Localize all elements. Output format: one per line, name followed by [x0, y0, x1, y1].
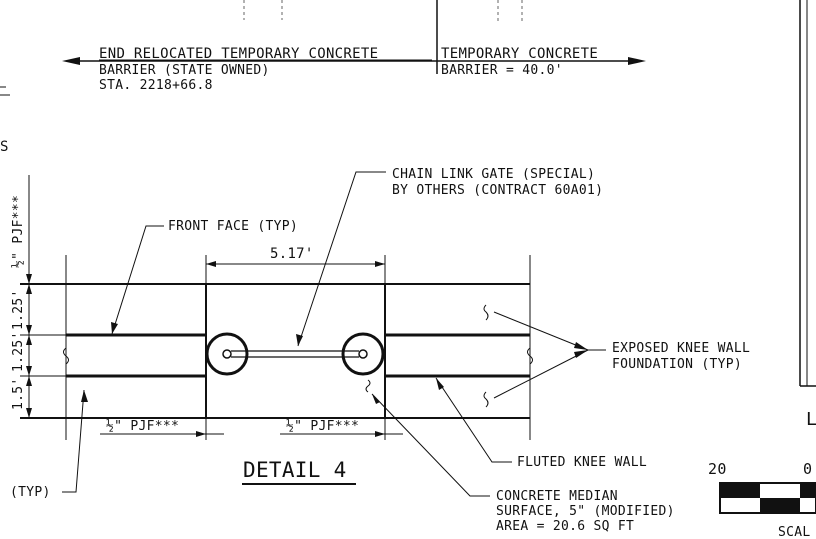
exposed-knee-wall-leaders: [493, 311, 606, 399]
front-face-leader: [111, 225, 164, 335]
scale-label-left: 20: [708, 460, 727, 478]
chain-link-note-line2: BY OTHERS (CONTRACT 60A01): [392, 183, 603, 198]
left-edge-marks: [0, 86, 10, 96]
exposed-knee-wall-note-line2: FOUNDATION (TYP): [612, 357, 742, 372]
typ-left-label: (TYP): [10, 485, 51, 500]
scale-caption: SCAL: [778, 525, 811, 539]
median-leader: [371, 393, 490, 497]
dim-bottom-label: 1.5': [11, 377, 26, 410]
vertical-dimension-string: [20, 175, 66, 418]
median-note-line2: SURFACE, 5" (MODIFIED): [496, 504, 675, 519]
pjf-vertical-label: ½" PJF***: [11, 195, 26, 268]
gate-width-label: 5.17': [270, 246, 314, 262]
left-partial-letter: S: [0, 139, 9, 155]
chain-link-note-line1: CHAIN LINK GATE (SPECIAL): [392, 167, 595, 182]
median-note-line3: AREA = 20.6 SQ FT: [496, 519, 634, 534]
dim-top-label: 1.25': [11, 289, 26, 330]
fluted-knee-wall-leader: [435, 377, 512, 463]
front-face-note: FRONT FACE (TYP): [168, 219, 298, 234]
top-construction-lines: [243, 0, 523, 22]
gate-width-dimension: [206, 261, 385, 267]
median-note-line1: CONCRETE MEDIAN: [496, 489, 618, 504]
foundation-squiggles: [483, 304, 489, 408]
exposed-knee-wall-note-line1: EXPOSED KNEE WALL: [612, 341, 750, 356]
barrier-extent-arrow: [62, 57, 646, 65]
knee-wall-plan: [20, 255, 533, 440]
temporary-barrier-note-line2: BARRIER = 40.0': [441, 63, 563, 78]
end-relocated-note-line2: BARRIER (STATE OWNED): [99, 63, 270, 78]
fluted-knee-wall-note: FLUTED KNEE WALL: [517, 455, 647, 470]
scale-label-right: 0: [803, 460, 812, 478]
scale-bar-graphic: [719, 482, 816, 514]
right-partial-letter: L: [806, 409, 816, 430]
chain-link-gate: [205, 332, 385, 393]
detail-title: DETAIL 4: [243, 458, 347, 482]
temporary-barrier-note-line1: TEMPORARY CONCRETE: [441, 46, 598, 62]
right-sheet-frame: [799, 0, 816, 387]
pjf-dimensions: [100, 431, 403, 437]
dim-mid-label: 1.25': [11, 331, 26, 372]
end-relocated-note-line1: END RELOCATED TEMPORARY CONCRETE: [99, 46, 378, 62]
pjf-right-label: ½" PJF***: [286, 419, 359, 434]
pjf-left-label: ½" PJF***: [106, 419, 179, 434]
chain-link-leader: [297, 171, 386, 347]
typ-left-leader: [62, 389, 85, 493]
end-relocated-note-line3: STA. 2218+66.8: [99, 78, 213, 93]
